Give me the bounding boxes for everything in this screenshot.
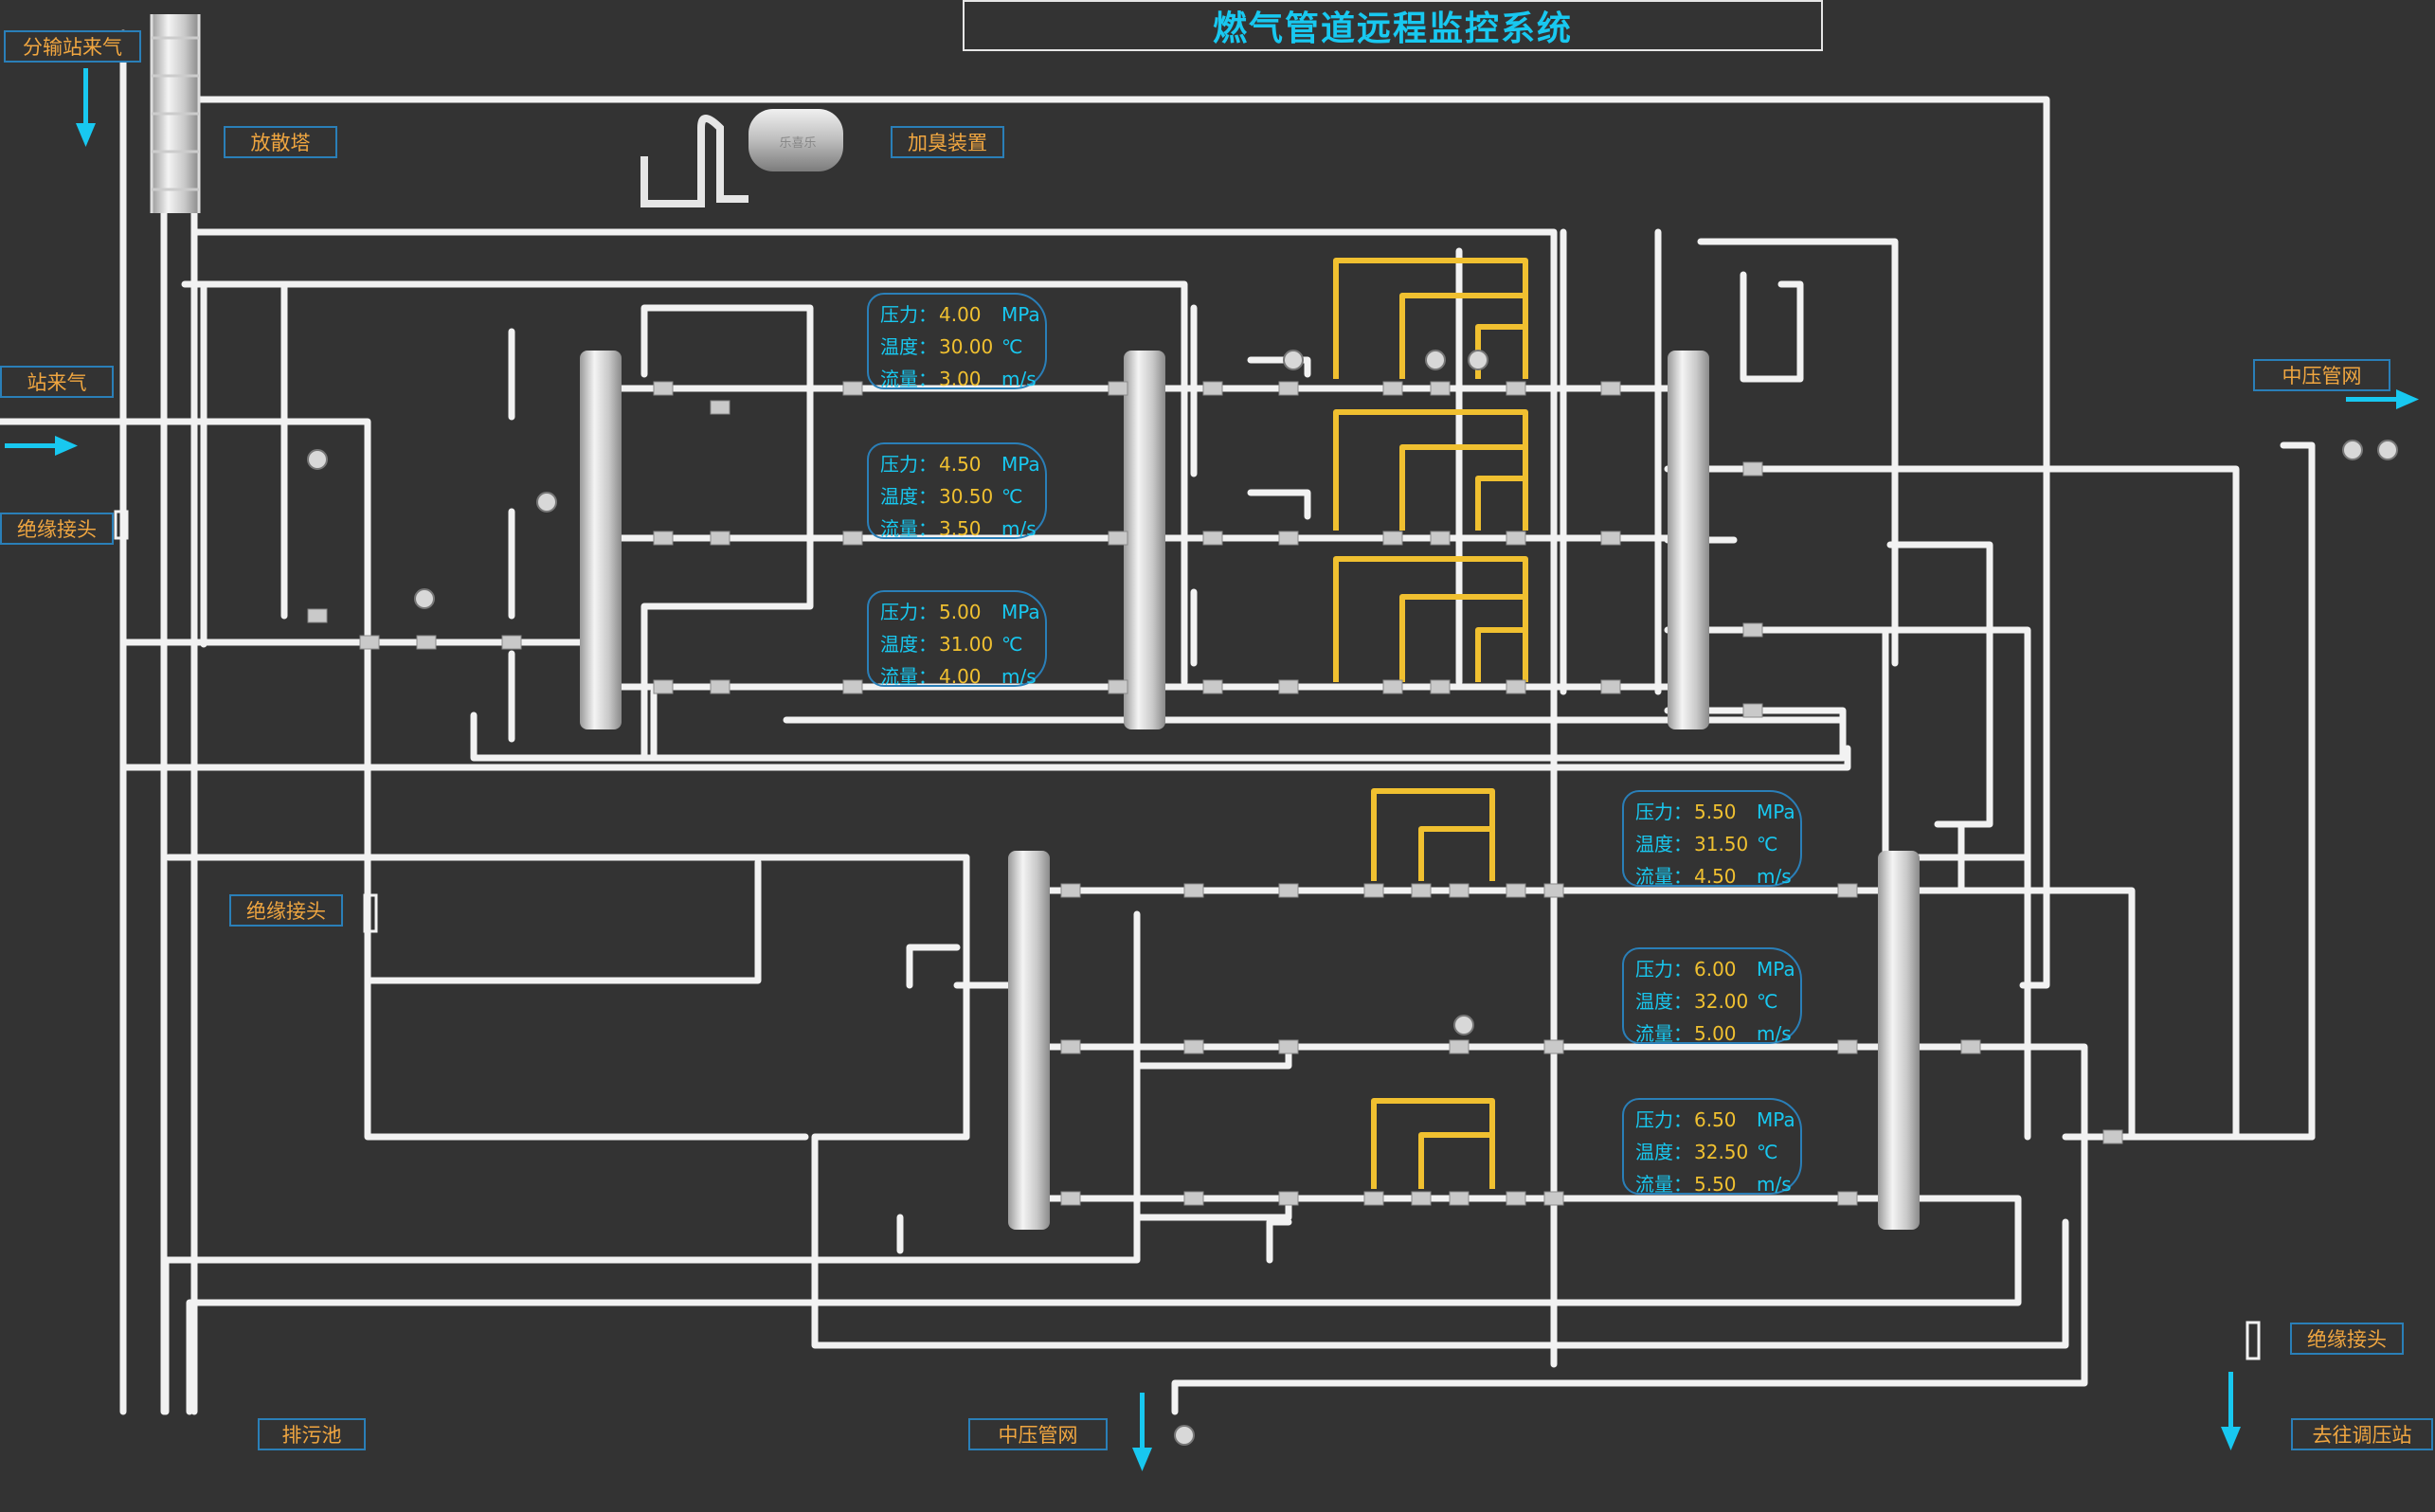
- valve-icon: [1108, 381, 1128, 396]
- label-odorizer: 加臭装置: [891, 126, 1004, 158]
- valve-icon: [1278, 531, 1299, 546]
- valve-icon: [1837, 1191, 1858, 1206]
- valve-icon: [842, 381, 863, 396]
- valve-icon: [1430, 381, 1451, 396]
- valve-icon: [1382, 679, 1403, 694]
- label-to-regulator-station: 去往调压站: [2291, 1418, 2433, 1450]
- valve-icon: [1278, 1039, 1299, 1054]
- valve-icon: [1430, 679, 1451, 694]
- valve-icon: [1202, 381, 1223, 396]
- valve-icon: [1411, 1191, 1432, 1206]
- valve-icon: [2102, 1129, 2123, 1144]
- valve-icon: [1278, 883, 1299, 898]
- pressure-gauge-icon: [1425, 350, 1446, 370]
- valve-icon: [1506, 531, 1526, 546]
- pressure-gauge-icon: [414, 588, 435, 609]
- valve-icon: [1183, 1191, 1204, 1206]
- valve-icon: [1600, 679, 1621, 694]
- valve-icon: [1060, 1191, 1081, 1206]
- valve-icon: [1506, 1191, 1526, 1206]
- valve-icon: [1202, 531, 1223, 546]
- pressure-gauge-icon: [1468, 350, 1488, 370]
- pressure-gauge-icon: [307, 449, 328, 470]
- valve-icon: [1278, 381, 1299, 396]
- valve-icon: [1202, 679, 1223, 694]
- valve-icon: [653, 531, 674, 546]
- valve-icon: [1449, 883, 1470, 898]
- pressure-gauge-icon: [2342, 440, 2363, 460]
- valve-icon: [1183, 883, 1204, 898]
- valve-icon: [1837, 883, 1858, 898]
- pressure-gauge-icon: [1283, 350, 1304, 370]
- valve-icon: [1060, 1039, 1081, 1054]
- valve-icon: [710, 400, 730, 415]
- label-mid-pressure-net-right: 中压管网: [2253, 359, 2390, 391]
- label-station-inlet: 站来气: [0, 366, 114, 398]
- valve-icon: [842, 679, 863, 694]
- valve-icon: [1960, 1039, 1981, 1054]
- pressure-gauge-icon: [2377, 440, 2398, 460]
- valve-icon: [1837, 1039, 1858, 1054]
- valve-icon: [1742, 703, 1763, 718]
- valve-icon: [842, 531, 863, 546]
- valve-icon: [1278, 1191, 1299, 1206]
- valve-icon: [307, 608, 328, 623]
- valve-icon: [1108, 679, 1128, 694]
- valve-icon: [653, 381, 674, 396]
- label-insulating-joint-3: 绝缘接头: [2290, 1323, 2404, 1355]
- valve-icon: [710, 679, 730, 694]
- label-insulating-joint-2: 绝缘接头: [229, 894, 343, 927]
- label-sewage-pool: 排污池: [258, 1418, 366, 1450]
- valve-icon: [1411, 883, 1432, 898]
- valve-icon: [501, 635, 522, 650]
- page-title: 燃气管道远程监控系统: [963, 0, 1823, 51]
- valve-icon: [1543, 1039, 1564, 1054]
- valve-icon: [416, 635, 437, 650]
- label-vent-tower: 放散塔: [224, 126, 337, 158]
- valve-icon: [1742, 622, 1763, 638]
- filter-vessels: [150, 14, 1920, 1230]
- valve-icon: [1183, 1039, 1204, 1054]
- valve-icon: [1108, 531, 1128, 546]
- valve-icon: [1382, 381, 1403, 396]
- valve-icon: [1382, 531, 1403, 546]
- valve-icon: [1449, 1191, 1470, 1206]
- valve-icon: [1449, 1039, 1470, 1054]
- valve-icon: [1742, 461, 1763, 477]
- label-inlet-branch: 分输站来气: [4, 30, 141, 63]
- valve-icon: [1363, 1191, 1384, 1206]
- valve-icon: [1363, 883, 1384, 898]
- label-insulating-joint-1: 绝缘接头: [0, 513, 114, 545]
- valve-icon: [1060, 883, 1081, 898]
- pressure-gauge-icon: [1174, 1425, 1195, 1446]
- label-mid-pressure-net-bottom: 中压管网: [968, 1418, 1108, 1450]
- valve-icon: [1600, 531, 1621, 546]
- valve-icon: [1506, 381, 1526, 396]
- pressure-gauge-icon: [1453, 1015, 1474, 1035]
- valve-icon: [1543, 1191, 1564, 1206]
- valve-icon: [1506, 883, 1526, 898]
- valve-icon: [1278, 679, 1299, 694]
- odorizer-tank-text: 乐喜乐: [779, 136, 817, 151]
- valve-icon: [1506, 679, 1526, 694]
- valve-icon: [359, 635, 380, 650]
- pressure-gauge-icon: [536, 492, 557, 513]
- valve-icon: [1600, 381, 1621, 396]
- valve-icon: [1543, 883, 1564, 898]
- valve-icon: [710, 531, 730, 546]
- valve-icon: [1430, 531, 1451, 546]
- valve-icon: [653, 679, 674, 694]
